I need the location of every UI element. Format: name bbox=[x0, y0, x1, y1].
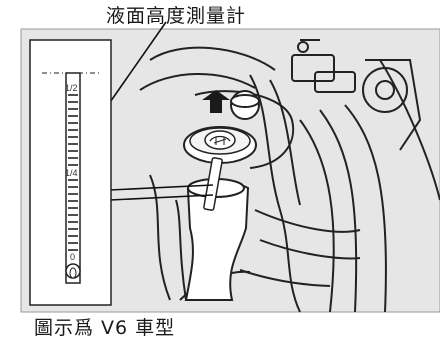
up-arrow-icon bbox=[202, 90, 230, 113]
dipstick-gauge-panel bbox=[29, 39, 112, 306]
washer-fluid-cap bbox=[183, 126, 257, 164]
engine-bay-lines bbox=[139, 39, 440, 313]
gauge-label-quarter: 1/4 bbox=[65, 168, 78, 178]
dipstick-in-reservoir bbox=[203, 157, 223, 211]
gauge-label-empty: 0 bbox=[70, 252, 76, 262]
level-gauge-title: 液面高度測量計 bbox=[106, 5, 247, 27]
gauge-label-half: 1/2 bbox=[65, 83, 78, 93]
figure-caption: 圖示爲 V6 車型 bbox=[34, 317, 176, 339]
